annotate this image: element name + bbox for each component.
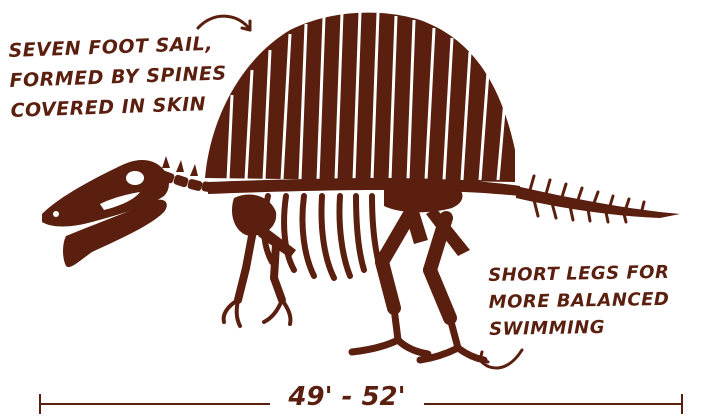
front-arm (238, 236, 282, 300)
legs-annotation-line: more balanced (488, 286, 670, 316)
ribs (264, 196, 378, 278)
length-dimension: 49' - 52' (0, 380, 702, 420)
legs-annotation: Short legs for more balanced swimming (488, 259, 671, 343)
skull (42, 160, 169, 267)
legs-annotation-line: Short legs for (488, 259, 670, 289)
front-claws (224, 300, 291, 326)
legs-annotation-line: swimming (489, 313, 671, 343)
hind-feet (352, 308, 484, 360)
length-label: 49' - 52' (272, 380, 422, 414)
sail-annotation: Seven foot sail, formed by spines covere… (8, 28, 228, 126)
